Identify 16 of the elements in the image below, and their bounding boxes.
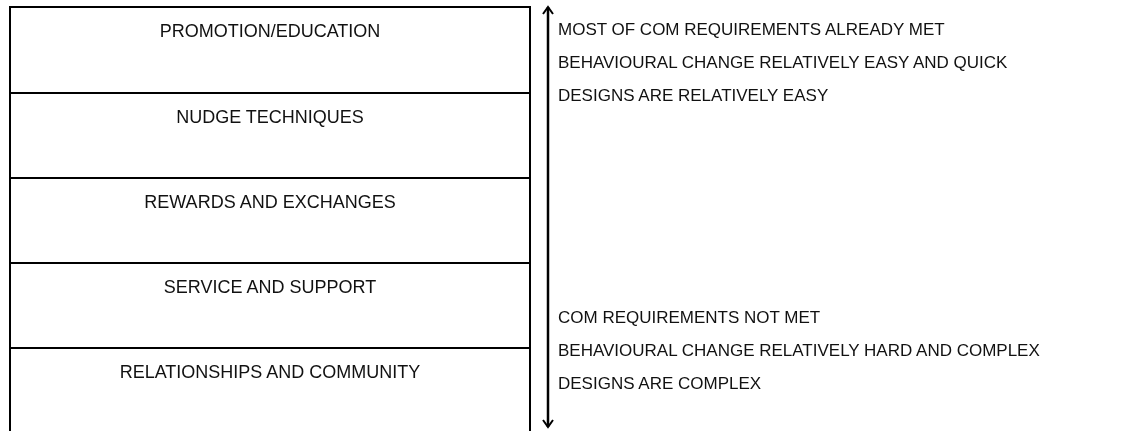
note-text: COM REQUIREMENTS NOT MET — [558, 308, 821, 328]
note-text: MOST OF COM REQUIREMENTS ALREADY MET — [558, 20, 945, 40]
layer-band — [9, 347, 531, 431]
band-label: REWARDS AND EXCHANGES — [143, 192, 397, 213]
note-text: DESIGNS ARE COMPLEX — [558, 374, 762, 394]
band-label: SERVICE AND SUPPORT — [162, 277, 378, 298]
note-text: BEHAVIOURAL CHANGE RELATIVELY HARD AND COMPLEX — [558, 341, 1040, 361]
band-label: NUDGE TECHNIQUES — [175, 107, 365, 128]
layer-band — [9, 92, 531, 179]
note-text: DESIGNS ARE RELATIVELY EASY — [558, 86, 829, 106]
band-label: PROMOTION/EDUCATION — [158, 21, 382, 42]
band-label: RELATIONSHIPS AND COMMUNITY — [118, 362, 422, 383]
layer-band — [9, 6, 531, 94]
layer-band — [9, 177, 531, 264]
note-text: BEHAVIOURAL CHANGE RELATIVELY EASY AND QUICK — [558, 53, 1008, 73]
layer-band — [9, 262, 531, 349]
